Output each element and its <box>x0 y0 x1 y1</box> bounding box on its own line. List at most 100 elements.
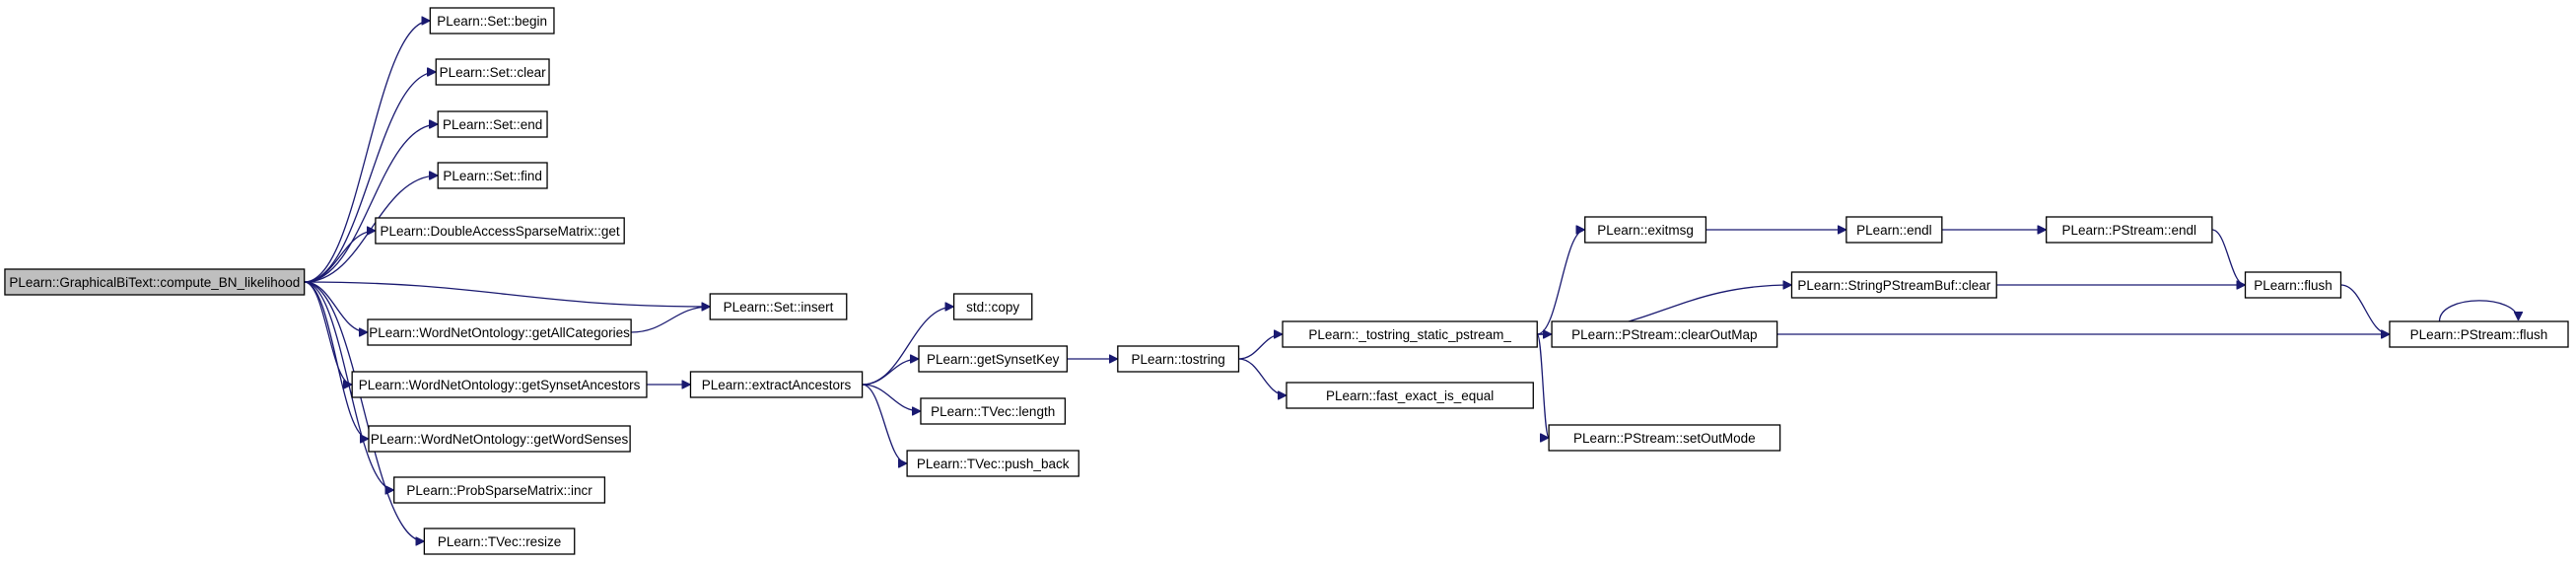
node-label-tostring_static: PLearn::_tostring_static_pstream_ <box>1308 327 1511 342</box>
node-label-set_find: PLearn::Set::find <box>443 169 542 183</box>
node-box-tvec_pushback <box>906 450 1079 477</box>
node-label-ps_flush: PLearn::PStream::flush <box>2410 327 2548 342</box>
node-tvec_length[interactable]: PLearn::TVec::length <box>920 397 1067 425</box>
node-set_end[interactable]: PLearn::Set::end <box>437 110 548 138</box>
node-label-tvec_resize: PLearn::TVec::resize <box>438 534 561 549</box>
node-tvec_pushback[interactable]: PLearn::TVec::push_back <box>906 450 1079 477</box>
node-box-extractanc <box>689 371 864 398</box>
node-endl[interactable]: PLearn::endl <box>1845 216 1943 244</box>
node-box-tvec_length <box>920 397 1067 425</box>
node-box-set_find <box>437 162 548 189</box>
node-label-getsynsetkey: PLearn::getSynsetKey <box>927 352 1060 367</box>
node-box-wno_getwordsenses <box>368 425 631 453</box>
node-box-dasm_get <box>375 217 625 245</box>
node-box-set_end <box>437 110 548 138</box>
edge-tostring-to-tostring_static <box>1238 334 1284 360</box>
node-fast_exact[interactable]: PLearn::fast_exact_is_equal <box>1286 382 1534 409</box>
edge-tostring_static-to-ps_setoutmode <box>1536 333 1550 438</box>
node-box-tostring_static <box>1282 320 1538 348</box>
node-label-tvec_length: PLearn::TVec::length <box>931 404 1055 419</box>
edge-root-to-dasm_get <box>304 231 376 283</box>
nodes-layer: PLearn::GraphicalBiText::compute_BN_like… <box>4 7 2569 555</box>
node-label-set_begin: PLearn::Set::begin <box>437 14 547 29</box>
node-box-ps_flush <box>2389 320 2569 348</box>
node-box-set_begin <box>429 7 555 35</box>
node-ps_clearoutmap[interactable]: PLearn::PStream::clearOutMap <box>1551 320 1778 348</box>
node-label-endl: PLearn::endl <box>1856 223 1932 238</box>
edge-ps_flush-to-ps_flush <box>2438 300 2518 322</box>
node-set_clear[interactable]: PLearn::Set::clear <box>435 58 550 86</box>
node-label-ps_setoutmode: PLearn::PStream::setOutMode <box>1573 431 1756 446</box>
edge-root-to-set_clear <box>304 72 437 283</box>
node-box-ps_setoutmode <box>1548 424 1781 452</box>
node-label-wno_getwordsenses: PLearn::WordNetOntology::getWordSenses <box>371 432 629 447</box>
node-ps_flush[interactable]: PLearn::PStream::flush <box>2389 320 2569 348</box>
node-wno_getwordsenses[interactable]: PLearn::WordNetOntology::getWordSenses <box>368 425 631 453</box>
node-label-exitmsg: PLearn::exitmsg <box>1597 223 1694 238</box>
node-label-tostring: PLearn::tostring <box>1131 352 1224 367</box>
edge-ps_endl-to-flush <box>2211 229 2246 285</box>
node-tvec_resize[interactable]: PLearn::TVec::resize <box>423 528 576 555</box>
node-tostring[interactable]: PLearn::tostring <box>1117 345 1240 373</box>
node-exitmsg[interactable]: PLearn::exitmsg <box>1584 216 1707 244</box>
node-box-set_clear <box>435 58 550 86</box>
edge-root-to-wno_getwordsenses <box>304 281 370 439</box>
node-label-extractanc: PLearn::extractAncestors <box>702 378 852 392</box>
edge-tostring-to-fast_exact <box>1238 358 1288 395</box>
node-box-flush <box>2244 271 2342 299</box>
edge-extractanc-to-tvec_length <box>862 384 921 411</box>
edge-root-to-set_insert <box>304 281 711 307</box>
node-ps_setoutmode[interactable]: PLearn::PStream::setOutMode <box>1548 424 1781 452</box>
node-box-wno_getsynanc <box>351 371 648 398</box>
node-set_insert[interactable]: PLearn::Set::insert <box>709 293 848 320</box>
edge-root-to-set_begin <box>304 21 431 283</box>
node-label-set_end: PLearn::Set::end <box>443 117 542 132</box>
edge-root-to-psm_incr <box>304 281 394 490</box>
node-label-set_insert: PLearn::Set::insert <box>724 300 834 315</box>
node-box-endl <box>1845 216 1943 244</box>
edge-root-to-set_end <box>304 124 439 283</box>
node-spsb_clear[interactable]: PLearn::StringPStreamBuf::clear <box>1790 271 1997 299</box>
node-set_find[interactable]: PLearn::Set::find <box>437 162 548 189</box>
node-label-ps_clearoutmap: PLearn::PStream::clearOutMap <box>1571 327 1757 342</box>
node-box-set_insert <box>709 293 848 320</box>
node-label-dasm_get: PLearn::DoubleAccessSparseMatrix::get <box>380 224 619 239</box>
node-psm_incr[interactable]: PLearn::ProbSparseMatrix::incr <box>393 476 606 504</box>
node-label-fast_exact: PLearn::fast_exact_is_equal <box>1326 388 1494 403</box>
node-label-set_clear: PLearn::Set::clear <box>440 65 547 80</box>
node-box-std_copy <box>952 293 1033 320</box>
node-set_begin[interactable]: PLearn::Set::begin <box>429 7 555 35</box>
node-tostring_static[interactable]: PLearn::_tostring_static_pstream_ <box>1282 320 1538 348</box>
edge-tostring_static-to-exitmsg <box>1537 230 1585 335</box>
edge-extractanc-to-tvec_pushback <box>862 384 908 463</box>
node-root[interactable]: PLearn::GraphicalBiText::compute_BN_like… <box>4 268 306 296</box>
node-box-spsb_clear <box>1790 271 1997 299</box>
node-wno_getallcat[interactable]: PLearn::WordNetOntology::getAllCategorie… <box>367 318 632 346</box>
edge-extractanc-to-getsynsetkey <box>862 359 919 386</box>
node-std_copy[interactable]: std::copy <box>952 293 1033 320</box>
node-flush[interactable]: PLearn::flush <box>2244 271 2342 299</box>
edge-flush-to-ps_flush <box>2340 284 2391 334</box>
node-box-psm_incr <box>393 476 606 504</box>
node-label-wno_getallcat: PLearn::WordNetOntology::getAllCategorie… <box>369 325 630 340</box>
node-label-wno_getsynanc: PLearn::WordNetOntology::getSynsetAncest… <box>359 378 641 392</box>
node-box-wno_getallcat <box>367 318 632 346</box>
node-label-spsb_clear: PLearn::StringPStreamBuf::clear <box>1797 278 1990 293</box>
node-dasm_get[interactable]: PLearn::DoubleAccessSparseMatrix::get <box>375 217 625 245</box>
node-wno_getsynanc[interactable]: PLearn::WordNetOntology::getSynsetAncest… <box>351 371 648 398</box>
node-getsynsetkey[interactable]: PLearn::getSynsetKey <box>918 345 1069 373</box>
node-label-psm_incr: PLearn::ProbSparseMatrix::incr <box>406 483 592 498</box>
edge-root-to-tvec_resize <box>304 281 425 541</box>
node-extractanc[interactable]: PLearn::extractAncestors <box>689 371 864 398</box>
node-label-flush: PLearn::flush <box>2254 278 2332 293</box>
node-box-ps_clearoutmap <box>1551 320 1778 348</box>
edge-root-to-wno_getsynanc <box>304 281 353 385</box>
node-label-std_copy: std::copy <box>966 300 1019 315</box>
node-box-getsynsetkey <box>918 345 1069 373</box>
node-box-tostring <box>1117 345 1240 373</box>
node-label-tvec_pushback: PLearn::TVec::push_back <box>917 457 1070 471</box>
node-box-exitmsg <box>1584 216 1707 244</box>
node-label-ps_endl: PLearn::PStream::endl <box>2061 223 2196 238</box>
node-ps_endl[interactable]: PLearn::PStream::endl <box>2046 216 2213 244</box>
